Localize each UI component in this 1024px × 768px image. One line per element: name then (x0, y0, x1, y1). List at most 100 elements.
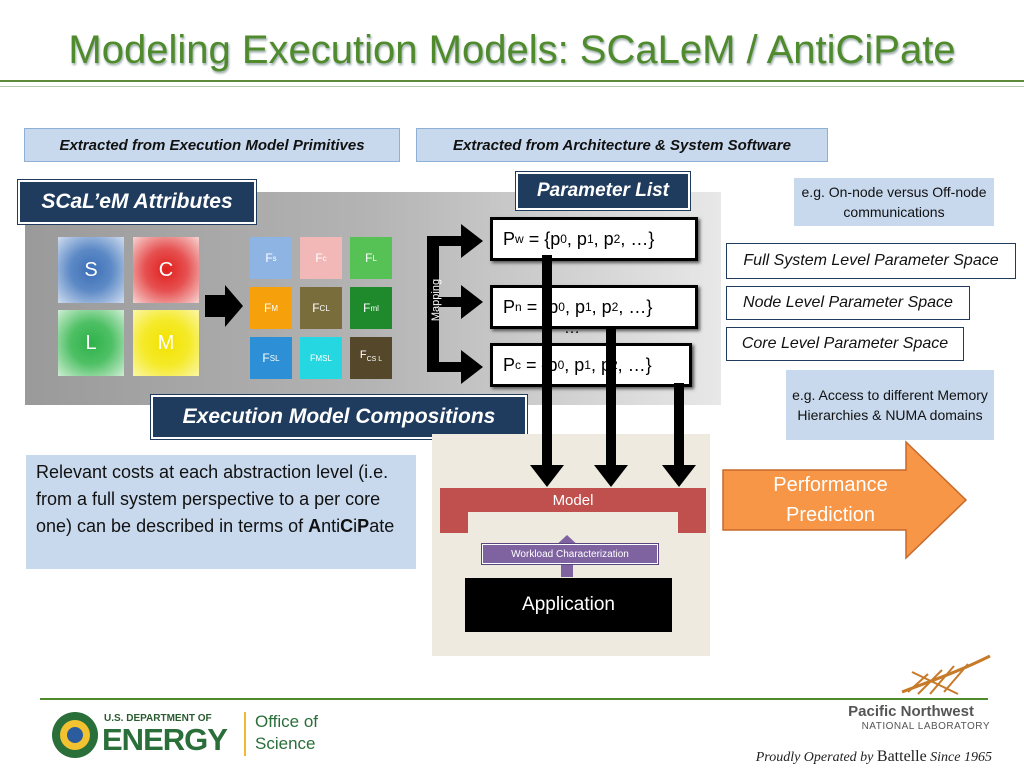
office-line1: Office of (255, 712, 318, 731)
f-cell-c-sub: c (322, 253, 327, 263)
f-cell-ml-sub: ml (370, 303, 379, 313)
pw-c2: , p (593, 228, 614, 249)
pw-p: P (503, 228, 516, 249)
f-cell-m-base: F (263, 301, 272, 315)
pn-c1: , p (564, 296, 585, 317)
node-space-label: Node Level Parameter Space (726, 286, 970, 320)
f-cell-csl-base: F (359, 349, 367, 362)
pnnl-logo-icon (901, 654, 991, 695)
battelle-line: Proudly Operated by Battelle Since 1965 (710, 748, 992, 766)
performance-arrow (722, 440, 968, 560)
f-cell-csl: FCS L (350, 337, 392, 379)
mapping-arrows-icon (427, 224, 483, 384)
example-onnode: e.g. On-node versus Off-node communicati… (794, 178, 994, 226)
doe-line2: ENERGY (102, 722, 228, 757)
doe-line1: U.S. DEPARTMENT OF (104, 713, 212, 724)
pn-p: P (503, 296, 516, 317)
costs-text: Relevant costs at each abstraction level… (36, 462, 389, 536)
pw-c1: , p (566, 228, 587, 249)
battelle-post: Since 1965 (926, 750, 992, 765)
primitives-label: Extracted from Execution Model Primitive… (24, 128, 400, 162)
pc-p: P (503, 354, 516, 375)
costs-description: Relevant costs at each abstraction level… (26, 455, 416, 569)
title-rule-thin (0, 86, 1024, 87)
f-cell-sl-sub: SL (269, 353, 280, 363)
title-rule (0, 80, 1024, 82)
performance-prediction-label: Performance Prediction (773, 474, 888, 526)
pn-s1: 1 (584, 300, 592, 314)
f-cell-l-sub: L (372, 253, 377, 263)
battelle-pre: Proudly Operated by (755, 750, 877, 765)
attributes-heading: SCaL’eM Attributes (18, 180, 256, 224)
battelle-name: Battelle (876, 748, 927, 765)
costs-i: i (353, 516, 358, 536)
costs-c: C (340, 516, 354, 536)
architecture-label: Extracted from Architecture & System Sof… (416, 128, 828, 162)
f-cell-c-base: F (315, 251, 323, 265)
costs-a: A (308, 516, 322, 536)
attribute-square-s: S (58, 237, 124, 303)
attribute-square-c: C (133, 237, 199, 303)
mapping-label: Mapping (430, 278, 442, 322)
f-cell-msl-base: F (310, 353, 316, 363)
f-cell-l-base: F (365, 251, 373, 265)
pnnl-line1: Pacific Northwest (848, 703, 974, 720)
model-bracket (440, 488, 706, 533)
pw-s1: 1 (586, 232, 594, 246)
f-cell-m-sub: M (271, 303, 278, 313)
f-cell-cl-sub: CL (319, 303, 330, 313)
office-line2: Science (255, 734, 316, 753)
pw-s2: 2 (613, 232, 621, 246)
workload-characterization-label: Workload Characterization (482, 544, 658, 564)
pc-sub: c (515, 358, 522, 372)
pc-c1: , p (564, 354, 585, 375)
f-cell-msl-sub: MSL (315, 353, 332, 363)
pw-tail: , …} (620, 228, 655, 249)
f-cell-csl-sub: CS L (366, 356, 383, 364)
param-ellipsis: … (564, 320, 580, 337)
pc-s1: 1 (584, 358, 591, 372)
slide-title: Modeling Execution Models: SCaLeM / Anti… (68, 28, 956, 72)
pn-c2: , p (591, 296, 612, 317)
pc-c2: , p (590, 354, 611, 375)
full-system-space-label: Full System Level Parameter Space (726, 243, 1016, 279)
f-cell-cl-base: F (312, 301, 320, 315)
pn-s0: 0 (558, 300, 565, 314)
pn-s2: 2 (611, 300, 619, 314)
pc-s0: 0 (557, 358, 565, 372)
example-memory: e.g. Access to different Memory Hierarch… (786, 370, 994, 440)
f-cell-ml-base: F (363, 301, 371, 315)
param-to-model-arrows-icon (530, 255, 696, 487)
pw-s0: 0 (560, 232, 567, 246)
costs-p: P (357, 516, 370, 536)
f-cell-csl-top: FCS L (360, 349, 382, 366)
f-cell-s-base: F (265, 251, 273, 265)
attribute-square-m: M (133, 310, 199, 376)
costs-nti: nti (321, 516, 341, 536)
pnnl-line2: NATIONAL LABORATORY (861, 721, 990, 732)
pc-tail: , …} (617, 354, 652, 375)
application-box: Application (465, 578, 672, 632)
pw-sub: w (515, 232, 524, 246)
costs-ate: ate (369, 516, 395, 536)
f-cell-sl-base: F (262, 351, 270, 365)
compositions-heading: Execution Model Compositions (151, 395, 527, 439)
compose-arrow-icon (205, 285, 243, 327)
pw-rest: = {p (523, 228, 561, 249)
model-label: Model (552, 492, 594, 509)
f-cell-s-sub: s (272, 253, 277, 263)
pn-tail: , …} (618, 296, 653, 317)
footer-rule (40, 698, 988, 700)
pn-sub: n (515, 300, 522, 314)
doe-seal-icon (52, 712, 98, 758)
attribute-square-l: L (58, 310, 124, 376)
